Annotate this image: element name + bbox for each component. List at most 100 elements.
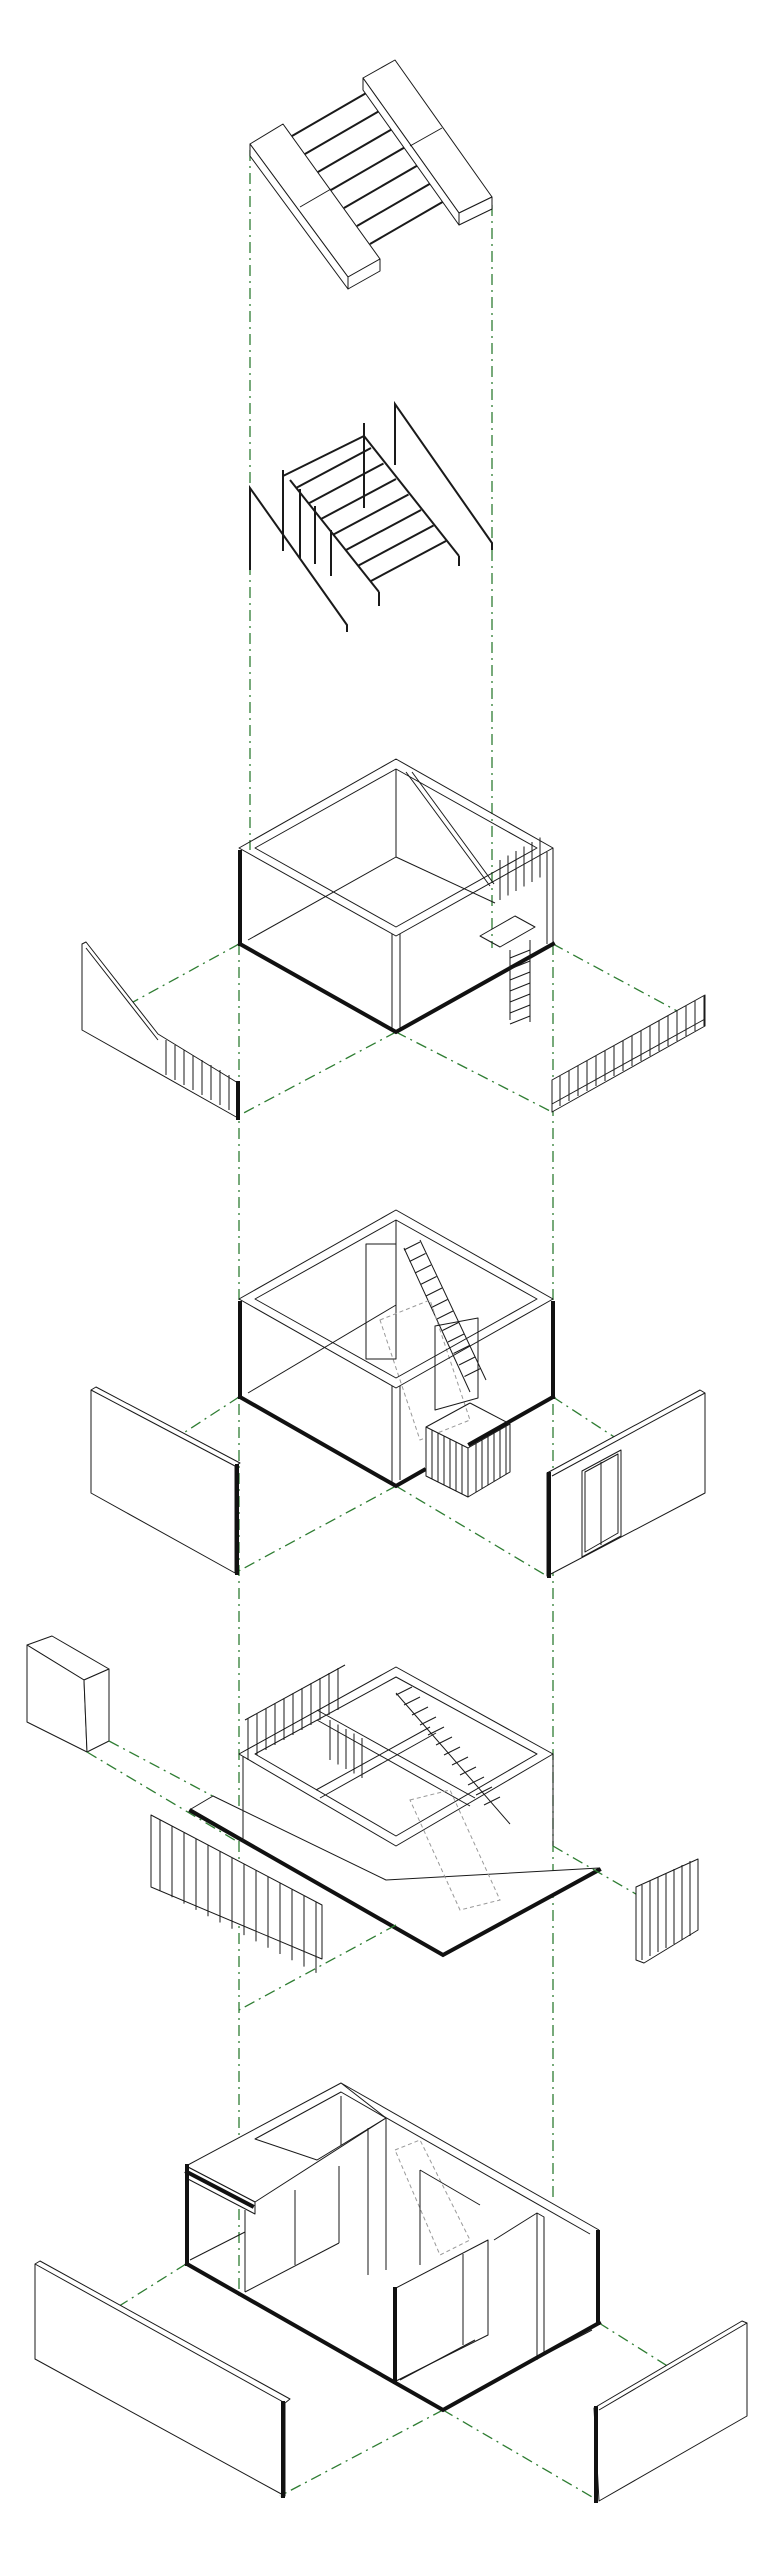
ladder-rung — [509, 982, 531, 992]
fence-top — [244, 1664, 346, 1721]
stair-tread — [451, 1756, 469, 1766]
partition — [493, 2212, 545, 2355]
slats — [641, 1861, 691, 1960]
guardrail-panel — [81, 941, 239, 1119]
stair-stringer — [363, 435, 460, 557]
guardrail-right — [551, 994, 706, 1113]
stair-frame-handrails — [249, 400, 493, 632]
glass-panel — [419, 2169, 481, 2206]
guide-line — [238, 1924, 397, 2011]
balusters — [165, 1040, 230, 1110]
ladder-rung — [509, 993, 531, 1003]
wall-panel-edge — [90, 1389, 236, 1467]
ladder-rung — [509, 1004, 531, 1014]
fence-slats — [247, 1668, 363, 1778]
stair-tread — [447, 1333, 465, 1343]
stair-tread — [343, 163, 421, 209]
stair-landing-slab — [249, 59, 493, 290]
stair-tread — [358, 524, 434, 567]
stair-treads — [291, 91, 447, 245]
stair-tread — [291, 91, 369, 137]
slab-joint — [299, 188, 332, 208]
slat-panel-right — [635, 1858, 699, 1964]
slat-panel — [635, 1858, 699, 1964]
stair-tread — [436, 1310, 454, 1320]
cabinet-box — [26, 1635, 240, 1843]
floor-edge — [399, 2339, 476, 2381]
stair-tread — [330, 145, 408, 191]
wall-panel-right-door — [546, 1389, 706, 1578]
slab-block-left-end — [347, 258, 381, 290]
frame-top-inner — [254, 1219, 538, 1379]
slab-joint — [409, 127, 443, 147]
stair-tread — [411, 1706, 429, 1716]
stair-tread — [483, 1796, 501, 1806]
stair-tread — [431, 1299, 448, 1308]
stair-treads — [295, 447, 447, 582]
stair-tread — [443, 1746, 461, 1756]
outer-rim — [340, 2082, 600, 2231]
stair-tread — [295, 447, 372, 489]
slat-panel — [150, 1814, 323, 1960]
floor-edge-bold — [184, 2261, 602, 2413]
interior-partition — [393, 2239, 489, 2383]
stair-tread — [304, 109, 382, 155]
frame-beam — [316, 1709, 476, 1799]
guide-line — [86, 1751, 239, 1843]
frame-beam — [319, 1732, 437, 1799]
frame-top-outer — [238, 1666, 554, 1847]
wall-panel — [34, 2260, 291, 2497]
inner-railing — [499, 837, 541, 900]
ground-frame-module — [188, 1664, 699, 2011]
slat-panel-left — [150, 1814, 323, 1973]
stair-tread — [458, 1356, 476, 1366]
roof-edge-bold — [184, 2169, 255, 2209]
long-wall-panel-left — [34, 2260, 291, 2498]
stair-shadow — [379, 1299, 471, 1441]
stair-tread — [317, 127, 395, 173]
guide-line — [234, 1485, 397, 1574]
stair-stringer — [403, 1247, 471, 1393]
stair-tread — [403, 1241, 421, 1251]
stair-tread — [420, 1276, 437, 1285]
balcony-railing-top — [469, 1402, 511, 1425]
wall-panel — [546, 1389, 706, 1577]
balcony-railing-top — [425, 1402, 471, 1428]
stair-tread — [409, 1253, 426, 1262]
floor-slab-edge-bold — [188, 1808, 602, 1958]
upper-frame-module — [81, 758, 706, 1117]
stair-tread — [356, 181, 434, 227]
guide-line — [395, 1031, 553, 1113]
floor-edge-bold — [237, 941, 556, 1035]
frame-top-inner — [254, 1676, 538, 1837]
stair-stringer — [419, 1239, 487, 1381]
floor-hatch — [479, 915, 536, 948]
frame-top-outer — [238, 758, 554, 937]
stair-tread — [403, 1696, 421, 1706]
door-frame — [581, 1449, 622, 1558]
stair-tread — [459, 1766, 477, 1776]
ladder-rung — [509, 949, 531, 959]
stair-stringer — [289, 479, 380, 593]
wall-panel-edge — [598, 2322, 748, 2411]
guide-line — [81, 943, 240, 1031]
ladder-rung — [509, 960, 531, 970]
handrail-left — [249, 484, 348, 632]
wall-panel — [90, 1386, 241, 1574]
stair-tread — [333, 493, 409, 536]
stair-tread — [435, 1736, 453, 1746]
ladder-rungs — [509, 949, 531, 1025]
guardrail-base — [551, 1018, 706, 1105]
stair-tread — [345, 509, 422, 551]
stair-tread — [467, 1776, 485, 1786]
stair-shadow — [409, 1789, 501, 1911]
frame-beam — [316, 1719, 471, 1807]
frame-beam — [315, 1726, 431, 1791]
stair-tread — [308, 462, 384, 505]
stair-tread — [320, 478, 397, 520]
floor-edge-bold — [467, 1394, 556, 1447]
balusters — [559, 996, 705, 1106]
glass-panel — [434, 1317, 479, 1411]
stair-tread — [442, 1322, 459, 1331]
guardrail-panel — [551, 994, 706, 1113]
